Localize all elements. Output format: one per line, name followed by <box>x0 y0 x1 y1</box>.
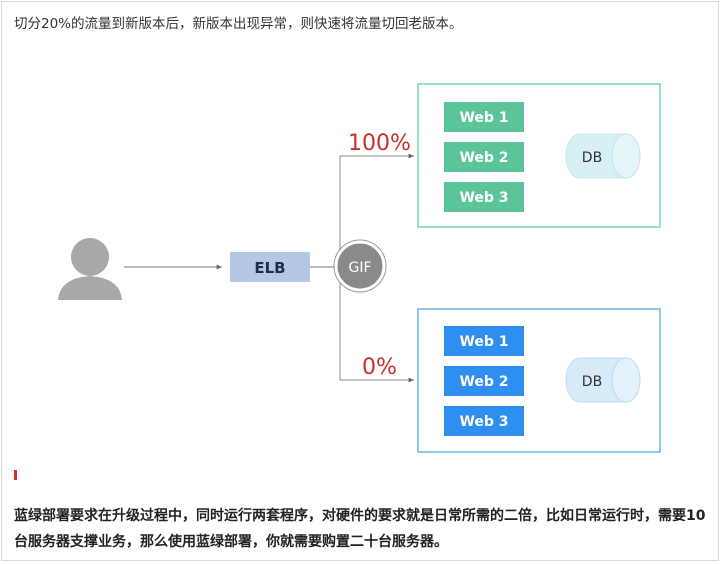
top-web-3 <box>444 182 524 212</box>
top-web-1-label: Web 1 <box>459 110 508 126</box>
bottom-web-1-label: Web 1 <box>459 334 508 350</box>
top-percent-label: 100% <box>348 131 411 156</box>
top-web-1 <box>444 102 524 132</box>
bottom-db-label: DB <box>582 374 602 390</box>
top-db-label: DB <box>582 150 602 166</box>
elb-box <box>230 252 310 282</box>
bottom-percent-label: 0% <box>362 355 397 380</box>
blue-green-deployment-diagram: ELB GIF 100% 0% Web 1 Web 2 Web 3 DB Web… <box>58 83 661 453</box>
top-db-cylinder-icon <box>565 133 641 179</box>
bottom-web-1 <box>444 326 524 356</box>
top-web-2 <box>444 142 524 172</box>
gif-badge: GIF <box>333 239 387 293</box>
user-icon <box>58 238 122 300</box>
top-web-3-label: Web 3 <box>459 190 508 206</box>
top-cluster: Web 1 Web 2 Web 3 DB <box>417 83 661 228</box>
gif-badge-label: GIF <box>348 260 371 276</box>
intro-text: 切分20%的流量到新版本后，新版本出现异常，则快速将流量切回老版本。 <box>14 16 463 32</box>
bottom-db-cylinder-icon <box>565 357 641 403</box>
text-marker <box>14 470 17 480</box>
elb-label: ELB <box>254 259 285 277</box>
bottom-web-3-label: Web 3 <box>459 414 508 430</box>
bottom-web-3 <box>444 406 524 436</box>
bottom-web-2-label: Web 2 <box>459 374 508 390</box>
top-web-2-label: Web 2 <box>459 150 508 166</box>
bottom-web-2 <box>444 366 524 396</box>
summary-paragraph: 蓝绿部署要求在升级过程中，同时运行两套程序，对硬件的要求就是日常所需的二倍，比如… <box>14 508 706 550</box>
bottom-cluster: Web 1 Web 2 Web 3 DB <box>417 308 661 453</box>
